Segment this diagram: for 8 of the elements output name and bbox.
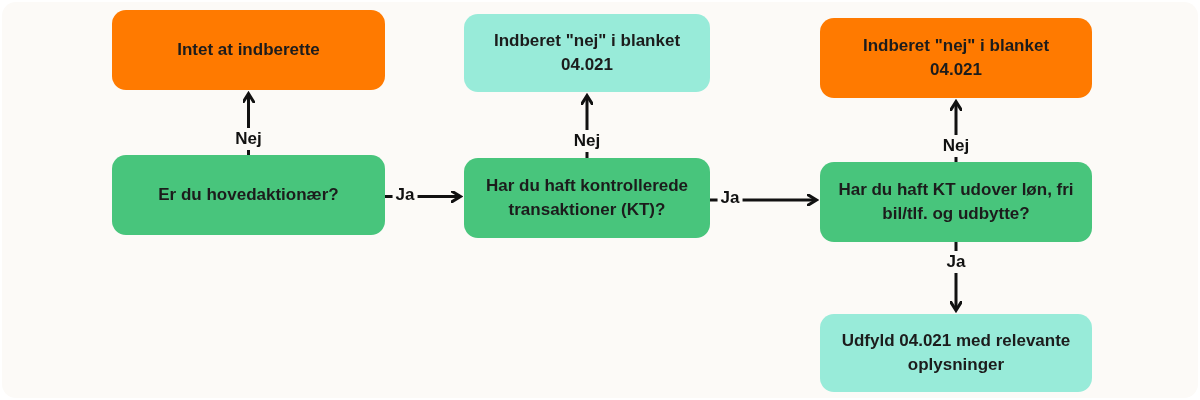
process-box: Udfyld 04.021 med relevante oplysninger bbox=[820, 314, 1092, 392]
process-box: Indberet "nej" i blanket 04.021 bbox=[820, 18, 1092, 98]
process-box: Er du hovedaktionær? bbox=[112, 155, 385, 235]
process-box: Har du haft kontrollerede transaktioner (KT)? bbox=[464, 158, 710, 238]
process-box: Har du haft KT udover løn, fri bil/tlf. og udbytte? bbox=[820, 162, 1092, 242]
process-box: Intet at indberette bbox=[112, 10, 385, 90]
process-box: Indberet "nej" i blanket 04.021 bbox=[464, 14, 710, 92]
edge-label: Ja bbox=[943, 251, 969, 273]
